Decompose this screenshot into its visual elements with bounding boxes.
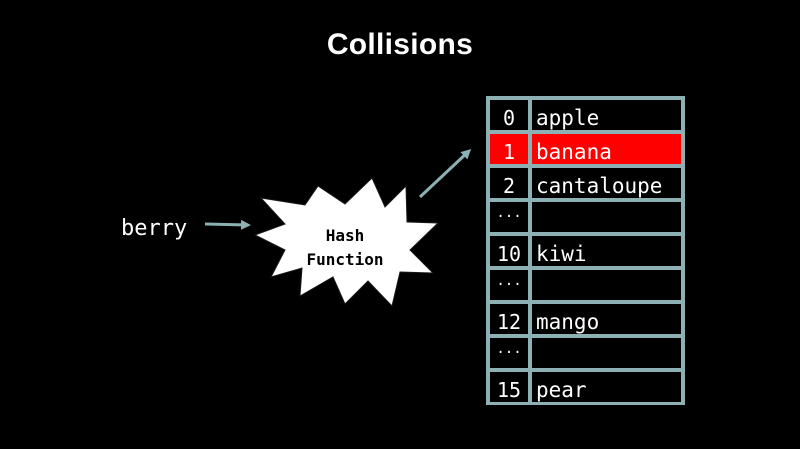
- table-value-cell: pear: [532, 372, 681, 402]
- table-value-cell: [532, 202, 681, 232]
- table-index-cell: ...: [490, 202, 528, 232]
- hash-function-starburst-shape: [253, 177, 440, 308]
- slide-title: Collisions: [326, 28, 474, 61]
- input-key-label: berry: [121, 216, 188, 241]
- table-index-cell: 10: [490, 236, 528, 266]
- hash-function-line2: Function: [306, 250, 384, 269]
- output-arrow: [418, 148, 472, 199]
- input-arrow: [204, 219, 251, 230]
- table-index-cell: 12: [490, 304, 528, 334]
- table-index-cell: 1: [490, 134, 528, 164]
- table-index-cell: ...: [490, 338, 528, 368]
- table-value-cell: apple: [532, 100, 681, 130]
- table-index-cell: 0: [490, 100, 528, 130]
- table-index-cell: 15: [490, 372, 528, 402]
- table-value-cell: cantaloupe: [532, 168, 681, 198]
- hash-function-label: Hash Function: [290, 224, 400, 272]
- table-value-cell: banana: [532, 134, 681, 164]
- table-index-cell: 2: [490, 168, 528, 198]
- table-index-cell: ...: [490, 270, 528, 300]
- table-value-cell: kiwi: [532, 236, 681, 266]
- table-value-cell: [532, 270, 681, 300]
- table-value-cell: mango: [532, 304, 681, 334]
- table-value-cell: [532, 338, 681, 368]
- hash-function-line1: Hash: [325, 226, 365, 245]
